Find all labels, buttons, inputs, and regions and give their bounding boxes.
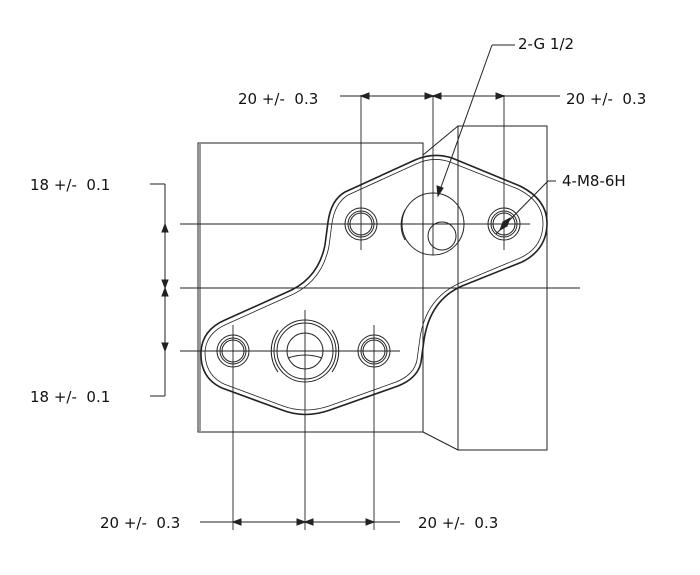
- left-block: [197, 142, 424, 433]
- callout-bolt-thread: 4-M8-6H: [562, 172, 626, 190]
- dim-left-upper: 18 +/- 0.1: [30, 176, 111, 194]
- dim-left-lower: 18 +/- 0.1: [30, 388, 111, 406]
- chamfer-lines: [422, 125, 459, 451]
- centerlines: [180, 95, 580, 530]
- dim-bottom-right: 20 +/- 0.3: [418, 514, 499, 532]
- dim-top-right: 20 +/- 0.3: [566, 90, 647, 108]
- dim-bottom-left: 20 +/- 0.3: [100, 514, 181, 532]
- flange-outline: [200, 154, 548, 416]
- bolt-holes: [216, 207, 521, 368]
- callout-port-thread: 2-G 1/2: [518, 35, 575, 53]
- dim-top-left: 20 +/- 0.3: [238, 90, 319, 108]
- port-holes: [270, 192, 465, 383]
- dimension-lines: [150, 44, 560, 526]
